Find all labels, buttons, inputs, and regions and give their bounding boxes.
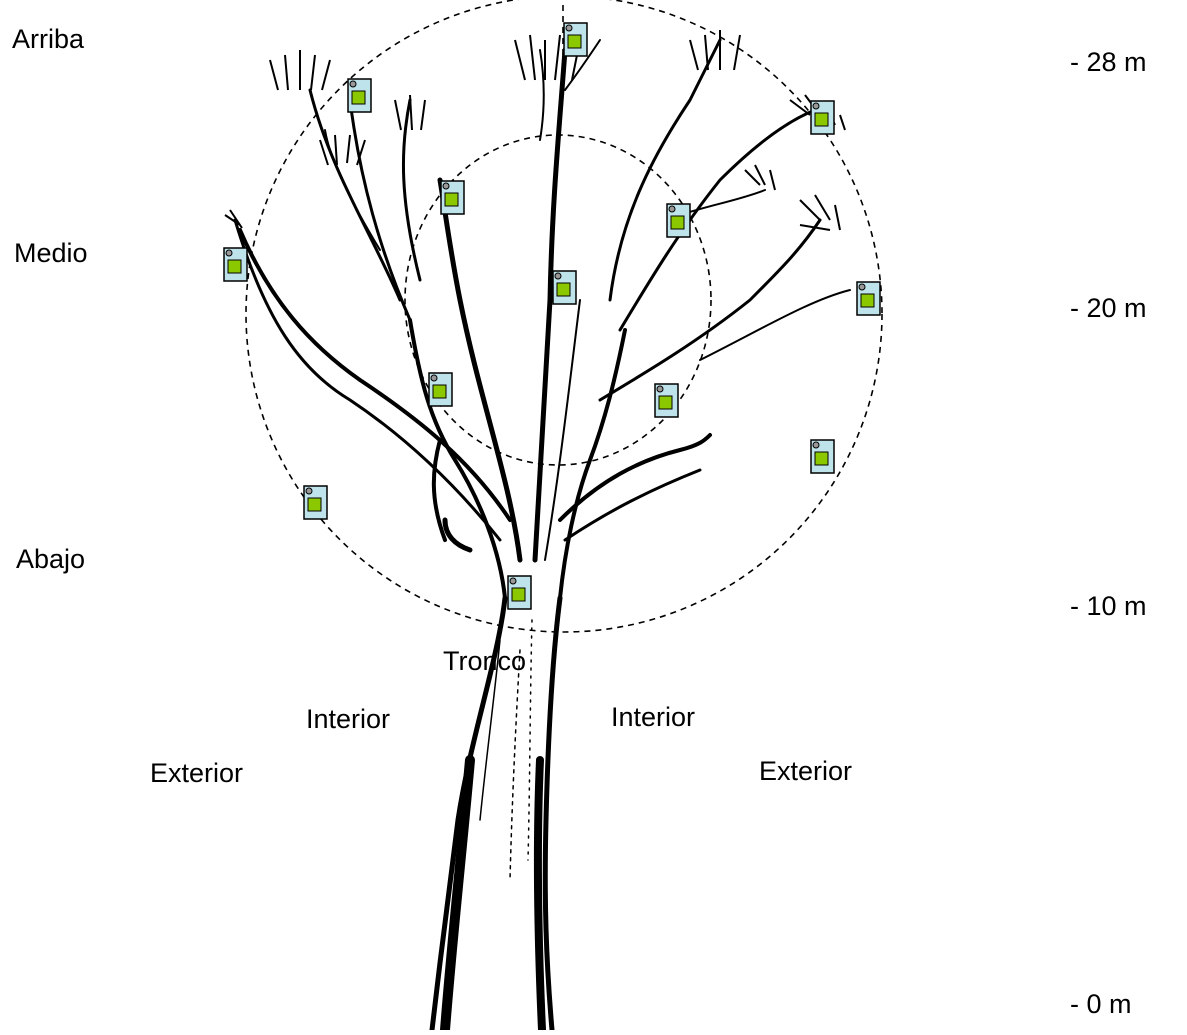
sampler-trap-icon: [304, 486, 327, 519]
height-level-top: Arriba: [12, 26, 84, 53]
sampler-trap-icon: [667, 204, 690, 237]
height-scale-20m: - 20 m: [1070, 295, 1147, 322]
height-scale-10m: - 10 m: [1070, 593, 1147, 620]
height-level-bottom: Abajo: [16, 546, 85, 573]
foliage-tufts: [225, 30, 845, 230]
sampler-trap-icon: [811, 440, 834, 473]
trunk-illustration: [235, 40, 850, 1030]
sampler-trap-icon: [348, 79, 371, 112]
zone-inner-left: Interior: [306, 706, 390, 733]
sampler-trap-icon: [811, 101, 834, 134]
sampler-trap-icon: [655, 384, 678, 417]
zone-trunk: Tronco: [443, 648, 526, 675]
sampler-trap-icon: [508, 576, 531, 609]
sampler-trap-icon: [429, 373, 452, 406]
zone-inner-right: Interior: [611, 704, 695, 731]
sampler-trap-icon: [553, 271, 576, 304]
height-scale-28m: - 28 m: [1070, 49, 1147, 76]
sampler-trap-icon: [857, 282, 880, 315]
sampler-trap-icon: [564, 23, 587, 56]
zone-outer-left: Exterior: [150, 760, 243, 787]
height-level-middle: Medio: [14, 240, 88, 267]
zone-outer-right: Exterior: [759, 758, 852, 785]
sampler-trap-icon: [224, 248, 247, 281]
height-scale-0m: - 0 m: [1070, 991, 1132, 1018]
sampler-trap-icon: [441, 181, 464, 214]
